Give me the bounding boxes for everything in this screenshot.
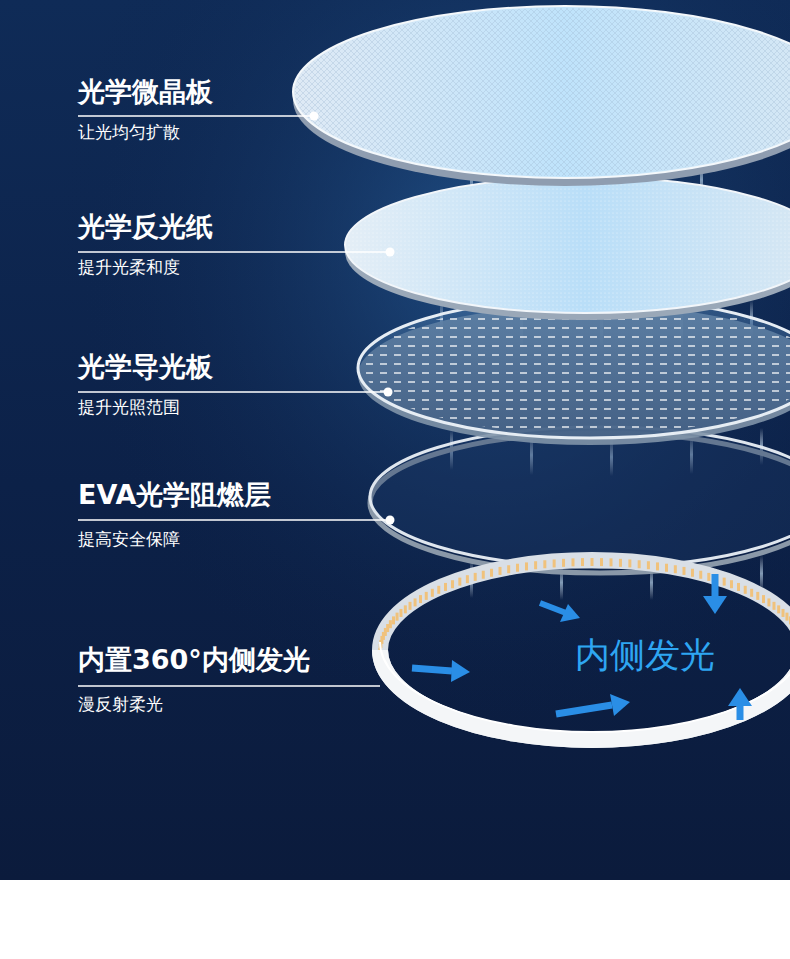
led-chip bbox=[396, 613, 399, 621]
led-chip bbox=[543, 560, 546, 568]
led-chip bbox=[756, 592, 759, 600]
led-chip bbox=[699, 571, 702, 579]
led-chip bbox=[414, 598, 417, 606]
led-chip bbox=[730, 580, 733, 588]
led-chip bbox=[490, 569, 493, 577]
led-chip bbox=[750, 589, 753, 597]
led-chip bbox=[581, 558, 584, 566]
eva-layer bbox=[370, 427, 790, 573]
layer-title: EVA光学阻燃层 bbox=[78, 479, 271, 511]
led-chip bbox=[562, 559, 565, 567]
light-guide-plate bbox=[358, 298, 790, 445]
led-chip bbox=[744, 586, 747, 594]
led-chip bbox=[782, 609, 785, 617]
led-chip bbox=[707, 573, 710, 581]
led-chip bbox=[600, 558, 603, 566]
led-chip bbox=[682, 567, 685, 575]
led-chip bbox=[425, 592, 428, 600]
led-chip bbox=[610, 558, 613, 566]
led-chip bbox=[591, 558, 594, 566]
led-chip bbox=[431, 589, 434, 597]
layer-title: 光学导光板 bbox=[78, 351, 213, 383]
led-chip bbox=[516, 564, 519, 572]
led-chip bbox=[723, 578, 726, 586]
layer-title: 光学反光纸 bbox=[78, 211, 213, 243]
led-chip bbox=[789, 616, 790, 624]
led-chip bbox=[386, 624, 389, 632]
led-chip bbox=[762, 595, 765, 603]
led-chip bbox=[665, 564, 668, 572]
layer-note: 漫反射柔光 bbox=[78, 694, 163, 714]
layer-title: 内置360°内侧发光 bbox=[78, 644, 310, 676]
led-ring bbox=[379, 558, 790, 740]
led-chip bbox=[691, 569, 694, 577]
led-chip bbox=[507, 565, 510, 573]
led-chip bbox=[534, 561, 537, 569]
led-chip bbox=[737, 583, 740, 591]
micro-crystal-plate bbox=[293, 6, 790, 186]
led-chip bbox=[392, 616, 395, 624]
layer-note: 让光均匀扩散 bbox=[78, 122, 180, 142]
led-chip bbox=[404, 605, 407, 613]
led-chip bbox=[399, 609, 402, 617]
layer-note: 提升光柔和度 bbox=[78, 257, 180, 277]
led-chip bbox=[674, 565, 677, 573]
led-chip bbox=[619, 559, 622, 567]
led-chip bbox=[571, 558, 574, 566]
led-chip bbox=[499, 567, 502, 575]
led-chip bbox=[451, 580, 454, 588]
led-chip bbox=[474, 573, 477, 581]
led-chip bbox=[437, 586, 440, 594]
led-chip bbox=[466, 575, 469, 583]
led-chip bbox=[772, 602, 775, 610]
led-chip bbox=[656, 562, 659, 570]
highlight-text: 内侧发光 bbox=[575, 634, 715, 676]
led-chip bbox=[553, 559, 556, 567]
led-chip bbox=[409, 602, 412, 610]
led-chip bbox=[777, 605, 780, 613]
led-chip bbox=[525, 562, 528, 570]
layer-note: 提高安全保障 bbox=[78, 529, 180, 549]
led-chip bbox=[482, 571, 485, 579]
led-chip bbox=[628, 559, 631, 567]
led-chip bbox=[638, 560, 641, 568]
led-chip bbox=[389, 620, 392, 628]
reflector-paper bbox=[345, 177, 790, 320]
inward-arrows bbox=[412, 574, 752, 720]
led-chip bbox=[444, 583, 447, 591]
led-chip bbox=[647, 561, 650, 569]
led-chip bbox=[458, 578, 461, 586]
led-chip bbox=[767, 598, 770, 606]
bottom-band bbox=[0, 880, 790, 959]
layer-note: 提升光照范围 bbox=[78, 397, 180, 417]
led-chip bbox=[419, 595, 422, 603]
layer-title: 光学微晶板 bbox=[78, 76, 213, 108]
led-chip bbox=[785, 613, 788, 621]
leader-lines bbox=[78, 112, 395, 687]
